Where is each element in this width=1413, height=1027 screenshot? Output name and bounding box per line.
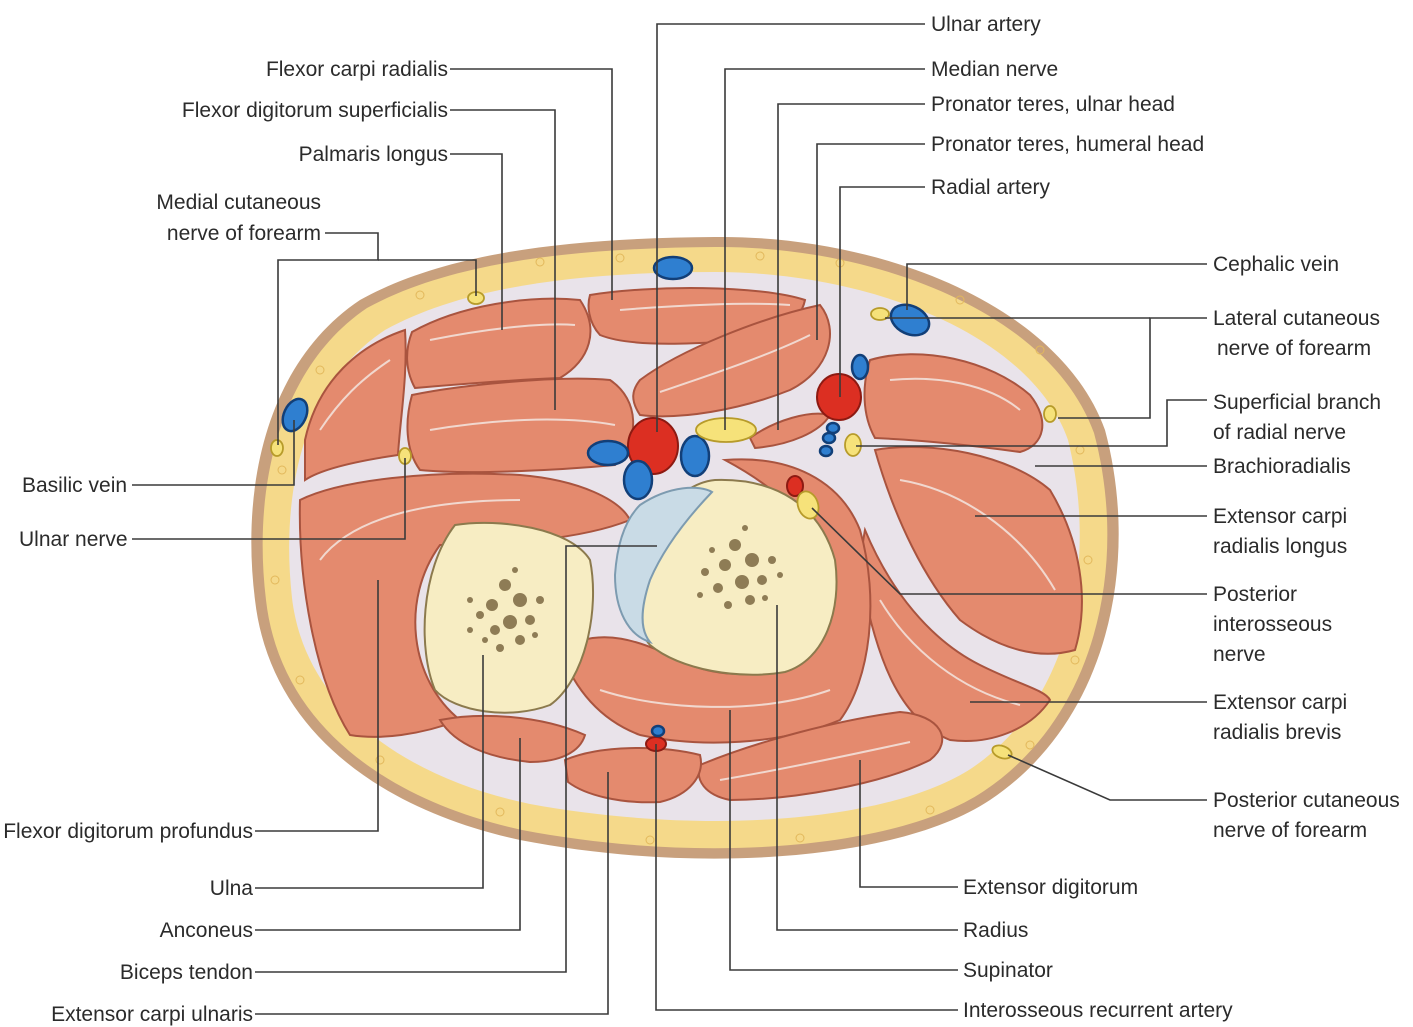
ulnar-vein-lower: [624, 461, 652, 499]
radial-vein-small-1: [827, 423, 839, 433]
label-median-nerve: Median nerve: [931, 58, 1058, 81]
label-biceps-tendon: Biceps tendon: [120, 961, 253, 984]
label-flexor-carpi-radialis: Flexor carpi radialis: [266, 58, 448, 81]
basilic-nerve-branch: [271, 440, 283, 456]
label-medial-cutaneous-line2: nerve of forearm: [167, 222, 321, 245]
label-radial-artery: Radial artery: [931, 176, 1051, 199]
label-interosseous-recurrent-artery: Interosseous recurrent artery: [963, 999, 1233, 1022]
median-nerve-shape: [696, 418, 756, 442]
label-palmaris-longus: Palmaris longus: [299, 143, 448, 166]
top-vein-vessel: [654, 257, 692, 279]
label-supinator: Supinator: [963, 959, 1053, 982]
labels-left-bottom: Flexor digitorum profundus Ulna Anconeus…: [3, 820, 253, 1026]
radial-vein-upper: [852, 355, 868, 379]
label-pin-line2: interosseous: [1213, 613, 1332, 636]
label-extensor-digitorum: Extensor digitorum: [963, 876, 1138, 899]
label-ecrb-line2: radialis brevis: [1213, 721, 1341, 744]
label-extensor-carpi-ulnaris: Extensor carpi ulnaris: [51, 1003, 253, 1026]
radial-vein-small-2: [823, 433, 835, 443]
label-basilic-vein: Basilic vein: [22, 474, 127, 497]
label-superficial-branch-line1: Superficial branch: [1213, 391, 1381, 414]
label-posterior-cutaneous-line2: nerve of forearm: [1213, 819, 1367, 842]
ulnar-vein-left: [588, 441, 628, 465]
label-superficial-branch-line2: of radial nerve: [1213, 421, 1346, 444]
labels-left-side: Basilic vein Ulnar nerve: [19, 474, 128, 551]
labels-right-top: Ulnar artery Median nerve Pronator teres…: [931, 13, 1204, 199]
label-lateral-cutaneous-line2: nerve of forearm: [1217, 337, 1371, 360]
label-ecrl-line1: Extensor carpi: [1213, 505, 1347, 528]
label-pronator-teres-ulnar-head: Pronator teres, ulnar head: [931, 93, 1175, 116]
label-radius: Radius: [963, 919, 1028, 942]
label-flexor-digitorum-superficialis: Flexor digitorum superficialis: [182, 99, 448, 122]
labels-right-side: Cephalic vein Lateral cutaneous nerve of…: [1213, 253, 1400, 842]
label-flexor-digitorum-profundus: Flexor digitorum profundus: [3, 820, 253, 843]
forearm-section: [251, 237, 1118, 859]
label-lateral-cutaneous-line1: Lateral cutaneous: [1213, 307, 1380, 330]
label-pin-line3: nerve: [1213, 643, 1266, 666]
labels-left-top: Flexor carpi radialis Flexor digitorum s…: [156, 58, 448, 245]
ulnar-vein-right: [681, 436, 709, 476]
label-ecrl-line2: radialis longus: [1213, 535, 1347, 558]
label-ecrb-line1: Extensor carpi: [1213, 691, 1347, 714]
radial-artery-vessel: [817, 374, 861, 420]
label-pin-line1: Posterior: [1213, 583, 1297, 606]
label-brachioradialis: Brachioradialis: [1213, 455, 1351, 478]
superficial-radial-nerve-shape: [845, 434, 861, 456]
label-ulna: Ulna: [210, 877, 254, 900]
label-cephalic-vein: Cephalic vein: [1213, 253, 1339, 276]
label-ulnar-nerve: Ulnar nerve: [19, 528, 128, 551]
label-anconeus: Anconeus: [160, 919, 253, 942]
label-pronator-teres-humeral-head: Pronator teres, humeral head: [931, 133, 1204, 156]
label-medial-cutaneous-line1: Medial cutaneous: [156, 191, 321, 214]
leader-posterior-cutaneous: [1008, 755, 1207, 800]
radial-vein-small-3: [820, 446, 832, 456]
lateral-cutaneous-nerve-shape-2: [1044, 406, 1056, 422]
interosseous-recurrent-vein: [652, 726, 664, 736]
labels-right-bottom: Extensor digitorum Radius Supinator Inte…: [963, 876, 1233, 1022]
label-posterior-cutaneous-line1: Posterior cutaneous: [1213, 789, 1400, 812]
label-ulnar-artery: Ulnar artery: [931, 13, 1041, 36]
